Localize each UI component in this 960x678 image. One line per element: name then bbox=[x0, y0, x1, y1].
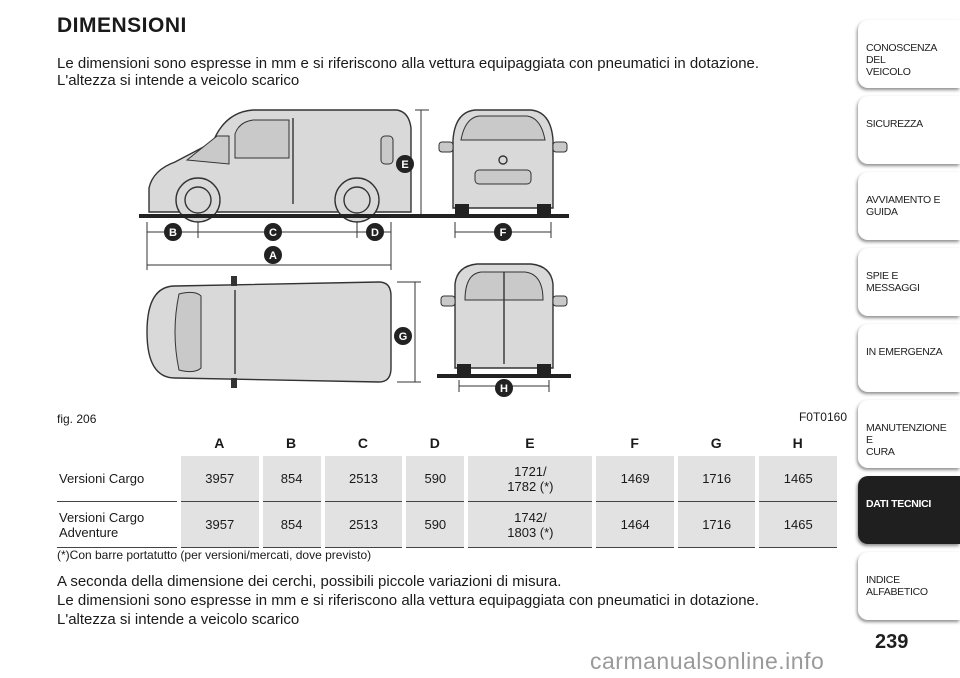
e-value-line-1: 1742/ bbox=[514, 509, 547, 525]
intro-line-2: L'altezza si intende a veicolo scarico bbox=[57, 72, 300, 89]
svg-text:B: B bbox=[169, 227, 177, 239]
column-header: E bbox=[525, 435, 536, 451]
table-cell: 2513 bbox=[324, 502, 403, 548]
tab-manutenzione-e-cura[interactable]: MANUTENZIONE E CURA bbox=[858, 400, 960, 468]
marker-d: D bbox=[366, 223, 384, 241]
column-header: D bbox=[429, 435, 441, 451]
tab-label: IN EMERGENZA bbox=[866, 346, 943, 358]
row-label: Versioni Cargo bbox=[57, 456, 177, 502]
tab-label-2: CURA bbox=[866, 446, 895, 458]
intro-text: Le dimensioni sono espresse in mm e si r… bbox=[57, 55, 837, 89]
figure-label: fig. 206 bbox=[57, 412, 97, 426]
tab-label: INDICE ALFABETICO bbox=[866, 574, 928, 598]
table-footnote: (*)Con barre portatutto (per versioni/me… bbox=[57, 548, 372, 562]
column-header: F bbox=[630, 435, 640, 451]
e-value-line-1: 1721/ bbox=[514, 463, 547, 479]
dimensions-table: A B C D E F G H Versioni Cargo 3957 854 … bbox=[53, 430, 841, 548]
table-cell-e: 1721/ 1782 (*) bbox=[468, 456, 593, 502]
tab-label-2: GUIDA bbox=[866, 206, 898, 218]
tab-avviamento-e-guida[interactable]: AVVIAMENTO E GUIDA bbox=[858, 172, 960, 240]
row-label-text: Versioni Cargo bbox=[59, 509, 145, 525]
svg-text:G: G bbox=[399, 331, 408, 343]
marker-f: F bbox=[494, 223, 512, 241]
table-cell: 854 bbox=[262, 456, 321, 502]
note-line-3: L'altezza si intende a veicolo scarico bbox=[57, 611, 300, 628]
table-cell-e: 1742/ 1803 (*) bbox=[468, 502, 593, 548]
chapter-tabs: CONOSCENZA DEL VEICOLO SICUREZZA AVVIAME… bbox=[858, 20, 960, 628]
tab-label: SPIE E MESSAGGI bbox=[866, 270, 920, 294]
table-cell: 2513 bbox=[324, 456, 403, 502]
note-line-2: Le dimensioni sono espresse in mm e si r… bbox=[57, 592, 760, 609]
table-cell: 1469 bbox=[596, 456, 674, 502]
svg-text:F: F bbox=[500, 227, 507, 239]
notes-text: A seconda della dimensione dei cerchi, p… bbox=[57, 572, 847, 629]
row-label: Versioni Cargo Adventure bbox=[57, 502, 177, 548]
column-header: H bbox=[792, 435, 804, 451]
marker-h: H bbox=[495, 379, 513, 397]
table-cell: 3957 bbox=[181, 456, 259, 502]
marker-e: E bbox=[396, 155, 414, 173]
row-label-text-2: Adventure bbox=[59, 524, 119, 540]
table-cell: 590 bbox=[406, 502, 465, 548]
table-row: Versioni Cargo Adventure 3957 854 2513 5… bbox=[57, 502, 837, 548]
page-title: DIMENSIONI bbox=[57, 14, 187, 37]
table-cell: 854 bbox=[262, 502, 321, 548]
tab-in-emergenza[interactable]: IN EMERGENZA bbox=[858, 324, 960, 392]
column-header: G bbox=[710, 435, 723, 451]
page-number: 239 bbox=[875, 631, 909, 653]
column-header: A bbox=[214, 435, 226, 451]
svg-text:C: C bbox=[269, 227, 277, 239]
svg-text:D: D bbox=[371, 227, 379, 239]
marker-b: B bbox=[164, 223, 182, 241]
front-view-van bbox=[438, 109, 568, 214]
table-cell: 1465 bbox=[759, 456, 837, 502]
e-value-line-2: 1782 (*) bbox=[507, 478, 554, 494]
vehicle-dimensions-drawing: E B C D A bbox=[139, 109, 571, 397]
tab-label: AVVIAMENTO E bbox=[866, 194, 941, 206]
svg-text:A: A bbox=[269, 250, 277, 262]
rear-view-van bbox=[437, 263, 571, 378]
column-header: B bbox=[286, 435, 298, 451]
tab-label: DATI TECNICI bbox=[866, 498, 932, 510]
table-header-row: A B C D E F G H bbox=[57, 430, 837, 456]
column-header: C bbox=[357, 435, 370, 451]
tab-dati-tecnici[interactable]: DATI TECNICI bbox=[858, 476, 960, 544]
top-view-van bbox=[146, 276, 392, 388]
table-cell: 1464 bbox=[596, 502, 674, 548]
tab-label: MANUTENZIONE E bbox=[866, 422, 947, 446]
table-cell: 3957 bbox=[181, 502, 259, 548]
intro-line-1: Le dimensioni sono espresse in mm e si r… bbox=[57, 55, 760, 72]
svg-text:H: H bbox=[500, 383, 508, 395]
table-cell: 1716 bbox=[677, 456, 756, 502]
tab-spie-e-messaggi[interactable]: SPIE E MESSAGGI bbox=[858, 248, 960, 316]
marker-g: G bbox=[394, 327, 412, 345]
tab-indice-alfabetico[interactable]: INDICE ALFABETICO bbox=[858, 552, 960, 620]
dimensions-figure: E B C D A bbox=[135, 100, 585, 405]
table-cell: 590 bbox=[406, 456, 465, 502]
table-corner bbox=[57, 430, 177, 456]
marker-a: A bbox=[264, 246, 282, 264]
e-value-line-2: 1803 (*) bbox=[507, 524, 554, 540]
tab-sicurezza[interactable]: SICUREZZA bbox=[858, 96, 960, 164]
row-label-text: Versioni Cargo bbox=[59, 471, 145, 486]
watermark: carmanualsonline.info bbox=[590, 648, 825, 674]
tab-label: CONOSCENZA DEL bbox=[866, 42, 937, 66]
table-cell: 1716 bbox=[677, 502, 756, 548]
side-view-van bbox=[139, 109, 569, 223]
figure-code: F0T0160 bbox=[798, 410, 847, 424]
note-line-1: A seconda della dimensione dei cerchi, p… bbox=[57, 573, 562, 590]
svg-text:E: E bbox=[401, 159, 408, 171]
tab-label-2: VEICOLO bbox=[866, 66, 911, 78]
tab-label: SICUREZZA bbox=[866, 118, 923, 130]
table-row: Versioni Cargo 3957 854 2513 590 1721/ 1… bbox=[57, 456, 837, 502]
tab-conoscenza-del-veicolo[interactable]: CONOSCENZA DEL VEICOLO bbox=[858, 20, 960, 88]
marker-c: C bbox=[264, 223, 282, 241]
table-cell: 1465 bbox=[759, 502, 837, 548]
